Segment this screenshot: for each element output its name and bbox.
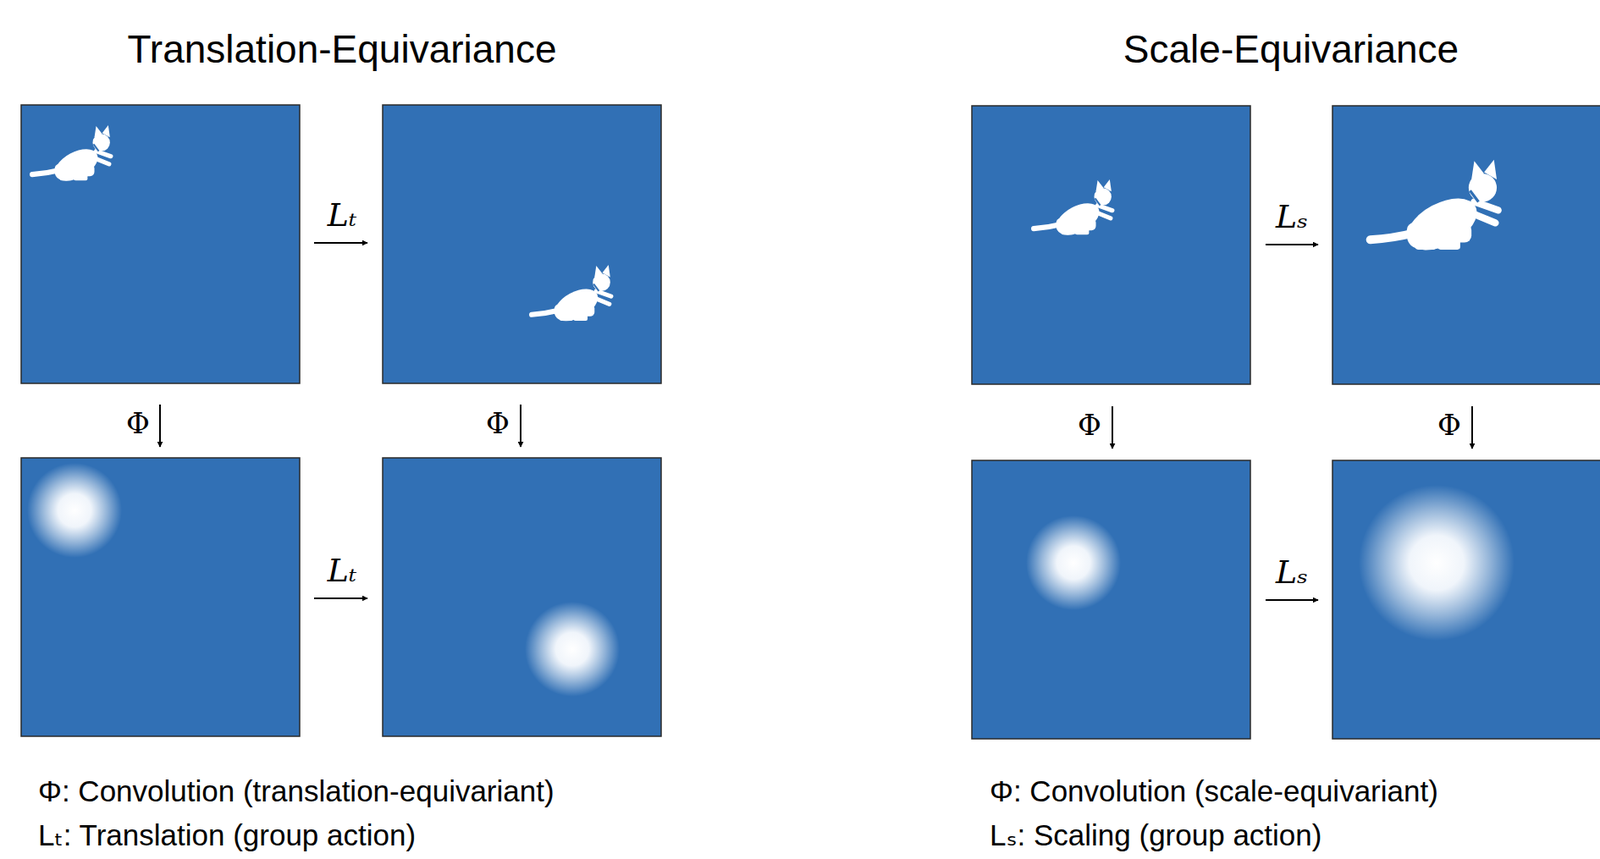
note-text: Lₛ: Scaling (group action) <box>989 818 1322 853</box>
map-arrow <box>159 404 161 447</box>
group-action-arrow <box>314 242 368 244</box>
map-arrow <box>519 404 522 447</box>
arrow-label: Lₜ <box>327 552 358 591</box>
feature-blob <box>1026 515 1121 611</box>
arrow-label: Φ <box>126 407 150 441</box>
arrow-label: Lₛ <box>1275 554 1308 592</box>
arrow-label: Lₛ <box>1275 198 1308 237</box>
cat-silhouette <box>531 264 612 328</box>
panel-title: Translation-Equivariance <box>126 27 557 72</box>
panel-title: Scale-Equivariance <box>1123 27 1459 72</box>
group-action-arrow <box>1265 243 1319 246</box>
cat-silhouette <box>32 125 111 188</box>
note-text: Φ: Convolution (scale-equivariant) <box>989 774 1439 809</box>
note-text: Φ: Convolution (translation-equivariant) <box>38 774 555 809</box>
arrow-label: Lₜ <box>327 197 358 235</box>
feature-blob <box>1358 485 1515 641</box>
image-panel <box>21 104 1600 740</box>
group-action-arrow <box>1265 599 1319 602</box>
arrow-label: Φ <box>1077 408 1102 442</box>
group-action-arrow <box>314 597 368 600</box>
feature-blob <box>27 463 122 558</box>
arrow-label: Φ <box>1437 408 1462 442</box>
arrow-label: Φ <box>485 407 510 441</box>
note-text: Lₜ: Translation (group action) <box>38 818 416 853</box>
feature-blob <box>524 601 620 697</box>
cat-silhouette <box>1033 179 1113 242</box>
map-arrow <box>1111 406 1114 449</box>
cat-silhouette <box>1370 160 1499 261</box>
map-arrow <box>1471 406 1474 449</box>
